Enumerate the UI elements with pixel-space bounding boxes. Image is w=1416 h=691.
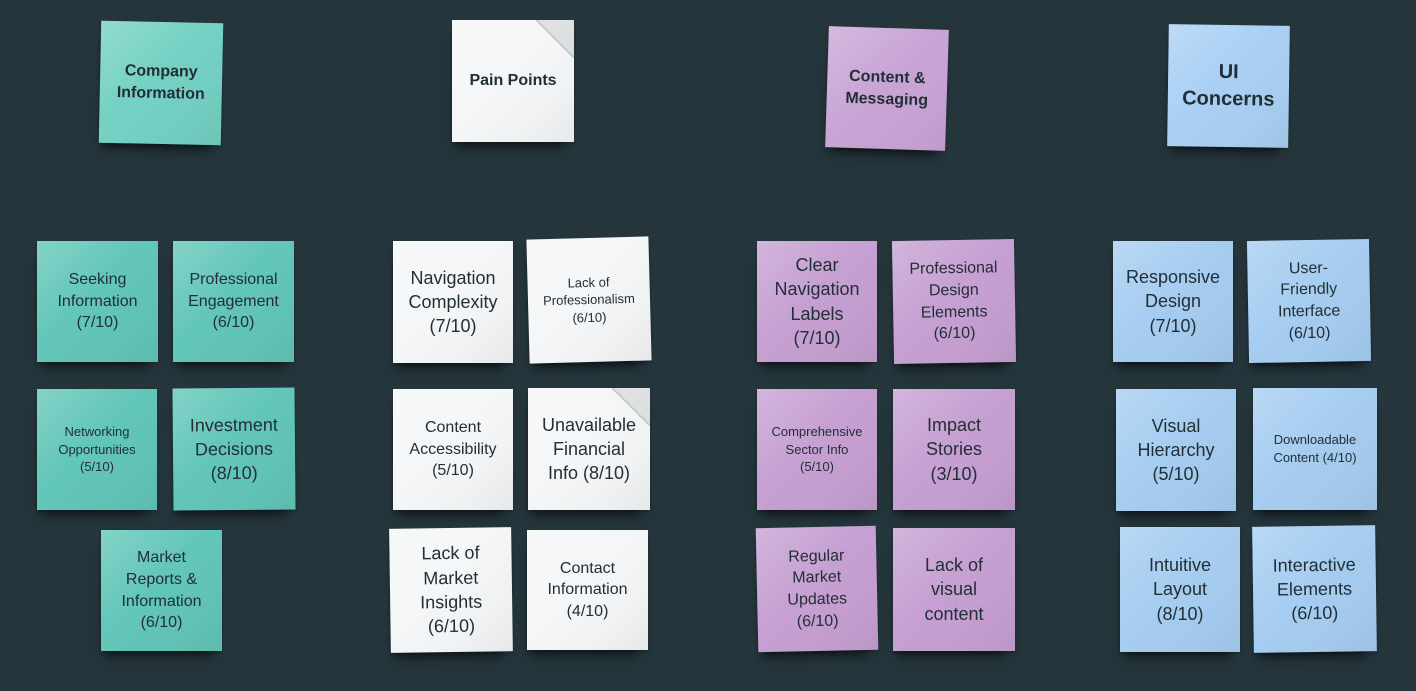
header-note-content-messaging[interactable]: Content & Messaging [825, 26, 949, 151]
note-text: Lack of visual content [924, 555, 984, 624]
note-unavailable-financial-info[interactable]: Unavailable Financial Info (8/10) [528, 388, 650, 510]
note-text: Professional Design Elements (6/10) [909, 259, 998, 343]
note-interactive-elements[interactable]: Interactive Elements (6/10) [1252, 525, 1377, 653]
header-note-ui-concerns[interactable]: UI Concerns [1167, 24, 1290, 148]
note-text: Seeking Information (7/10) [57, 271, 138, 332]
note-text: Market Reports & Information (6/10) [121, 549, 202, 632]
note-text: Pain Points [469, 72, 557, 90]
note-responsive-design[interactable]: Responsive Design (7/10) [1113, 241, 1233, 362]
note-text: Downloadable Content (4/10) [1273, 432, 1357, 465]
note-text: Navigation Complexity (7/10) [408, 267, 498, 337]
note-user-friendly-interface[interactable]: User- Friendly Interface (6/10) [1246, 238, 1372, 364]
note-visual-hierarchy[interactable]: Visual Hierarchy (5/10) [1116, 389, 1236, 511]
header-note-pain-points[interactable]: Pain Points [452, 20, 574, 142]
note-lack-of-professionalism[interactable]: Lack of Professionalism (6/10) [526, 236, 652, 364]
note-networking-opportunities[interactable]: Networking Opportunities (5/10) [37, 389, 157, 510]
header-note-company-information[interactable]: Company Information [98, 20, 224, 146]
note-content-accessibility[interactable]: Content Accessibility (5/10) [393, 389, 513, 510]
note-text: Networking Opportunities (5/10) [58, 424, 136, 475]
note-regular-market-updates[interactable]: Regular Market Updates (6/10) [755, 525, 879, 653]
note-clear-navigation-labels[interactable]: Clear Navigation Labels (7/10) [757, 241, 877, 362]
note-text: Content Accessibility (5/10) [409, 419, 497, 480]
note-text: User- Friendly Interface (6/10) [1277, 259, 1341, 342]
note-text: Content & Messaging [845, 67, 929, 109]
note-text: Professional Engagement (6/10) [188, 271, 279, 332]
note-comprehensive-sector-info[interactable]: Comprehensive Sector Info (5/10) [757, 389, 877, 510]
note-text: Lack of Market Insights (6/10) [419, 543, 483, 637]
note-market-reports-information[interactable]: Market Reports & Information (6/10) [101, 530, 222, 651]
note-professional-design-elements[interactable]: Professional Design Elements (6/10) [891, 238, 1017, 365]
note-text: Company Information [116, 62, 205, 103]
note-investment-decisions[interactable]: Investment Decisions (8/10) [172, 387, 296, 511]
note-lack-of-visual-content[interactable]: Lack of visual content [893, 528, 1015, 651]
note-seeking-information[interactable]: Seeking Information (7/10) [37, 241, 158, 362]
note-text: Regular Market Updates (6/10) [787, 547, 848, 631]
note-professional-engagement[interactable]: Professional Engagement (6/10) [173, 241, 294, 362]
note-text: Clear Navigation Labels (7/10) [774, 254, 860, 348]
note-text: UI Concerns [1182, 60, 1275, 111]
note-text: Comprehensive Sector Info (5/10) [771, 424, 863, 475]
note-text: Interactive Elements (6/10) [1272, 553, 1356, 624]
note-impact-stories[interactable]: Impact Stories (3/10) [893, 389, 1015, 510]
note-intuitive-layout[interactable]: Intuitive Layout (8/10) [1120, 527, 1240, 652]
note-navigation-complexity[interactable]: Navigation Complexity (7/10) [393, 241, 513, 363]
note-text: Impact Stories (3/10) [925, 415, 983, 484]
note-lack-of-market-insights[interactable]: Lack of Market Insights (6/10) [389, 527, 513, 653]
note-text: Unavailable Financial Info (8/10) [541, 414, 637, 484]
note-text: Lack of Professionalism (6/10) [542, 274, 636, 326]
note-text: Intuitive Layout (8/10) [1148, 555, 1212, 624]
note-downloadable-content[interactable]: Downloadable Content (4/10) [1253, 388, 1377, 510]
note-text: Contact Information (4/10) [547, 559, 628, 620]
note-contact-information[interactable]: Contact Information (4/10) [527, 530, 648, 650]
note-text: Investment Decisions (8/10) [189, 414, 278, 484]
note-text: Visual Hierarchy (5/10) [1137, 415, 1215, 485]
note-text: Responsive Design (7/10) [1125, 267, 1221, 336]
